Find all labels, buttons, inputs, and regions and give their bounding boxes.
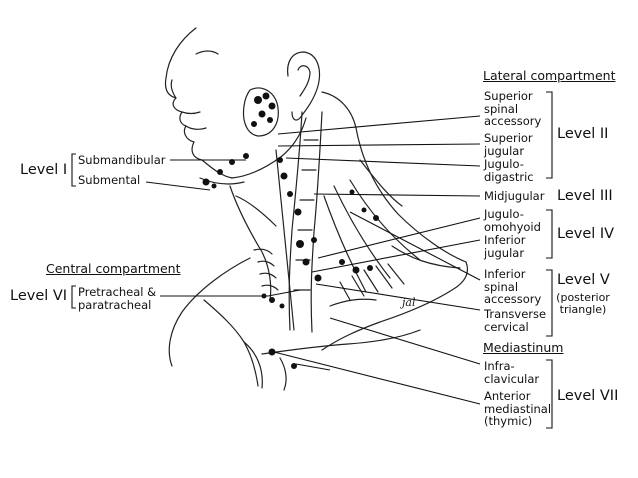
midjugular-label: Midjugular <box>484 189 545 203</box>
neck-illustration <box>164 27 469 391</box>
posterior-triangle-label: (posterior triangle) <box>556 291 610 316</box>
lateral-compartment-header: Lateral compartment <box>483 68 616 83</box>
inferior-jugular-label: Inferior jugular <box>484 233 526 260</box>
level-i-label: Level I <box>20 162 68 178</box>
anterior-mediastinal-label: Anterior mediastinal (thymic) <box>484 389 552 428</box>
pretracheal-paratracheal-label: Pretracheal & paratracheal <box>78 285 157 312</box>
central-compartment-header: Central compartment <box>46 261 181 276</box>
leader-lines <box>145 115 481 405</box>
infraclavicular-label: Infra- clavicular <box>484 359 540 386</box>
jugulodigastric-label: Jugulo- digastric <box>484 157 534 184</box>
level-vi-label: Level VI <box>10 288 68 304</box>
level-iii-label: Level III <box>557 188 613 204</box>
submandibular-label: Submandibular <box>78 153 166 167</box>
level-iv-label: Level IV <box>557 226 615 242</box>
superior-jugular-label: Superior jugular <box>484 131 533 158</box>
level-vii-label: Level VII <box>557 388 619 404</box>
mediastinum-header: Mediastinum <box>483 340 564 355</box>
level-ii-label: Level II <box>557 126 609 142</box>
transverse-cervical-label: Transverse cervical <box>484 307 547 334</box>
juguloomohyoid-label: Jugulo- omohyoid <box>484 207 541 234</box>
submental-label: Submental <box>78 173 141 187</box>
level-v-label: Level V <box>557 272 610 288</box>
lymph-nodes <box>202 92 379 369</box>
inferior-spinal-accessory-label: Inferior spinal accessory <box>484 267 542 306</box>
superior-spinal-accessory-label: Superior spinal accessory <box>484 89 542 128</box>
brackets <box>71 91 553 429</box>
